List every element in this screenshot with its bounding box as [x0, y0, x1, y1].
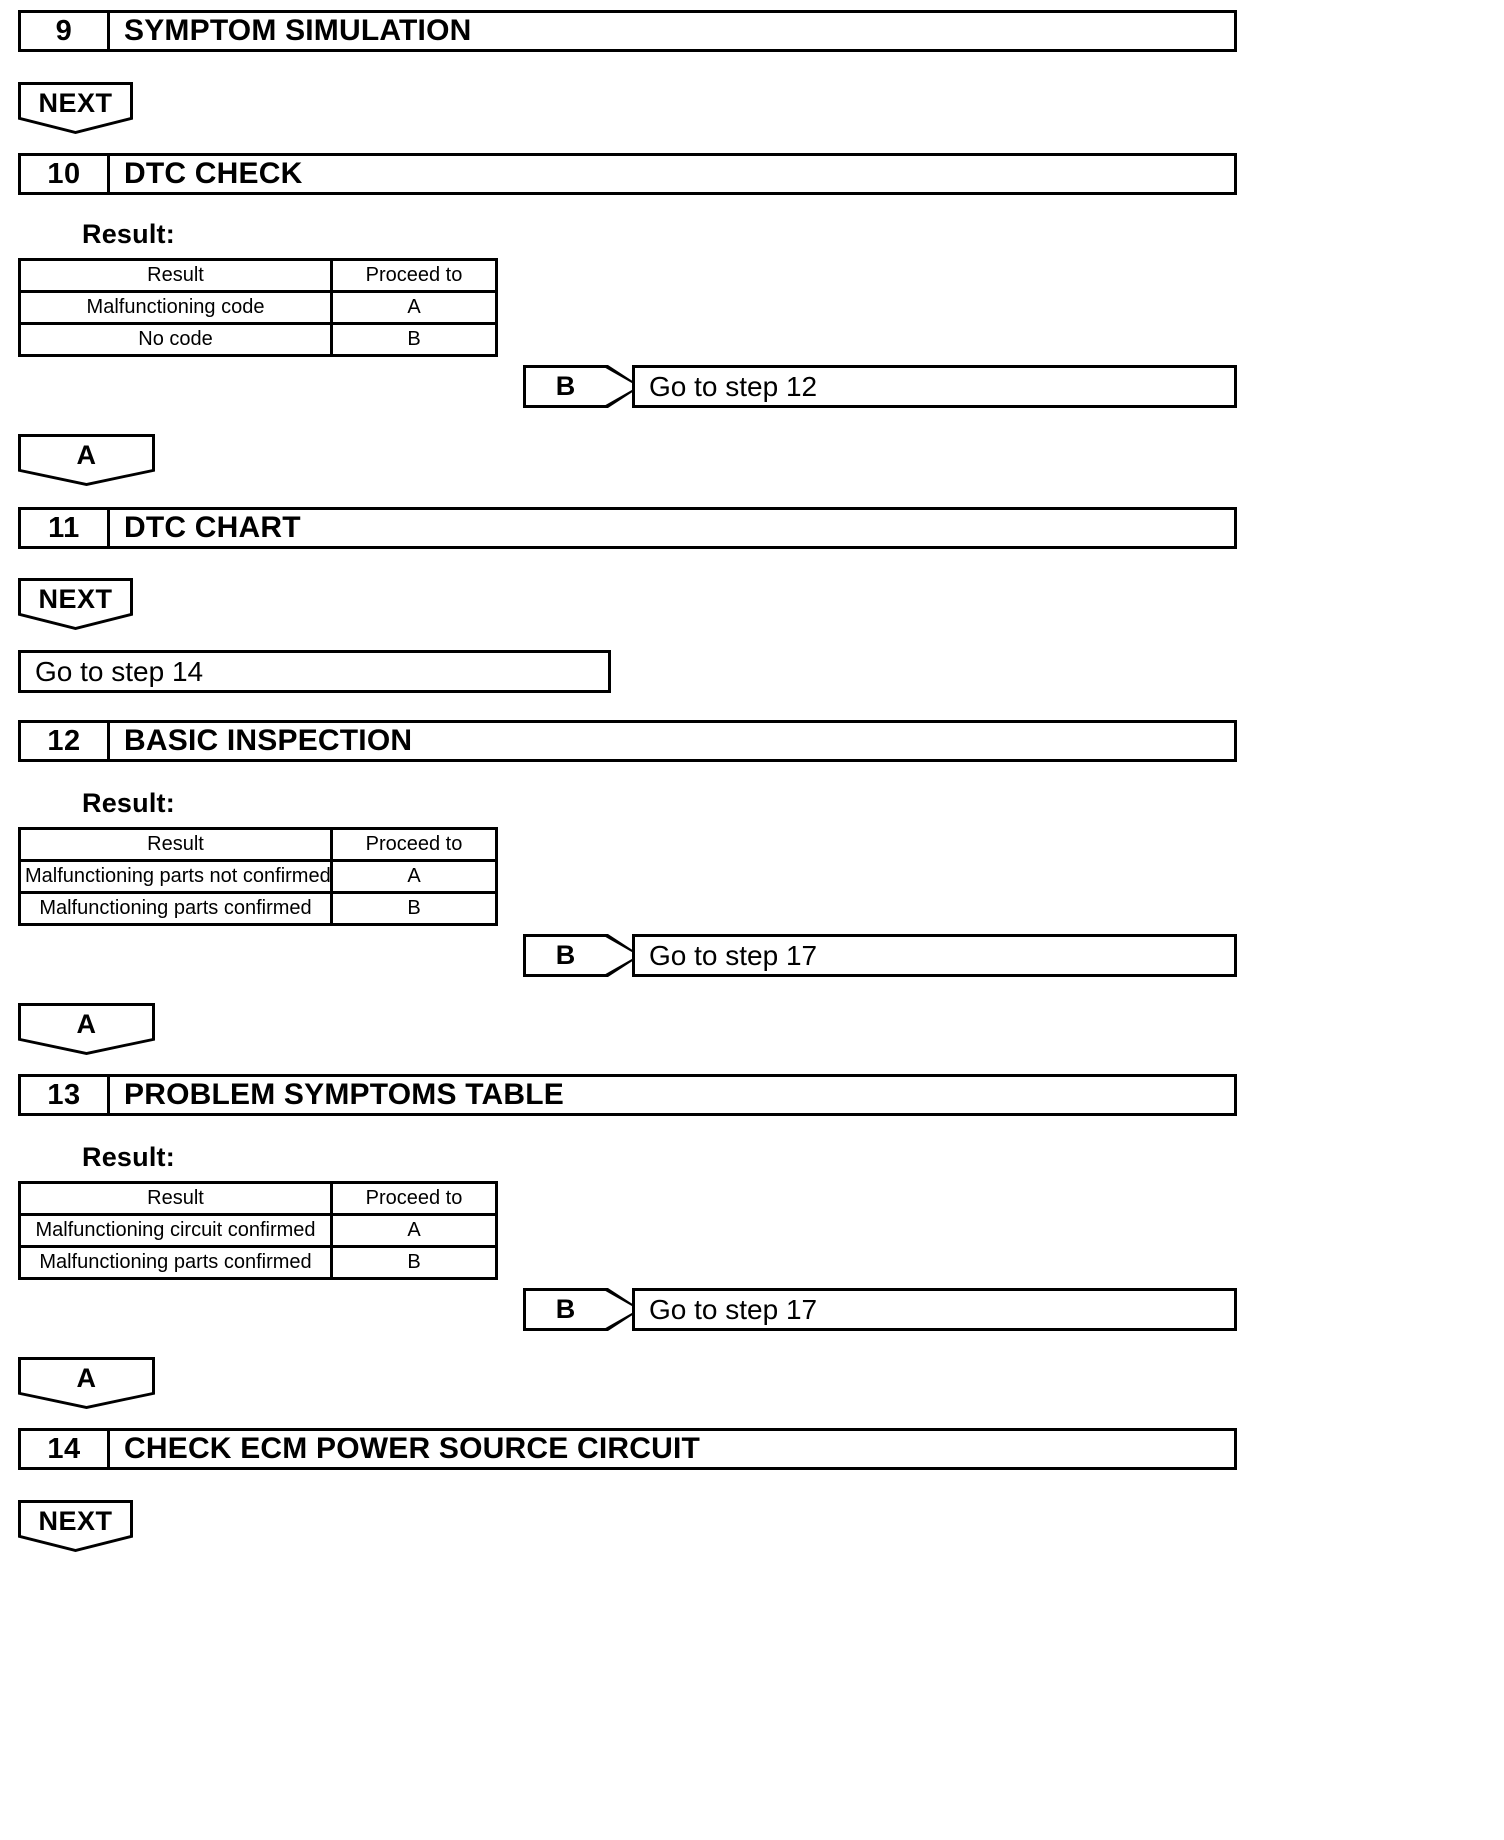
- table-row: Malfunctioning code A: [18, 290, 498, 325]
- cell-result: Malfunctioning parts not confirmed: [18, 859, 333, 894]
- connector-label: B: [555, 371, 576, 401]
- result-label-step-12: Result:: [82, 788, 175, 818]
- column-header-result: Result: [18, 1181, 333, 1216]
- connector-label: A: [76, 440, 97, 470]
- connector-label: NEXT: [38, 1506, 113, 1536]
- step-bar-9[interactable]: 9 SYMPTOM SIMULATION: [18, 10, 1237, 52]
- connector-b-after-step-10[interactable]: B: [523, 365, 641, 408]
- column-header-proceed-to: Proceed to: [330, 258, 498, 293]
- step-number-11: 11: [21, 510, 110, 546]
- step-number-12: 12: [21, 723, 110, 759]
- connector-b-after-step-13[interactable]: B: [523, 1288, 641, 1331]
- goto-box-step-17-from-13[interactable]: Go to step 17: [632, 1288, 1237, 1331]
- step-title-11: DTC CHART: [124, 511, 301, 544]
- goto-box-step-14[interactable]: Go to step 14: [18, 650, 611, 693]
- result-label-step-10: Result:: [82, 219, 175, 249]
- cell-result: Malfunctioning code: [18, 290, 333, 325]
- table-header-row: Result Proceed to: [18, 258, 498, 293]
- step-number-14: 14: [21, 1431, 110, 1467]
- connector-a-after-step-13[interactable]: A: [18, 1357, 155, 1409]
- step-title-13: PROBLEM SYMPTOMS TABLE: [124, 1078, 564, 1111]
- connector-next-after-step-11[interactable]: NEXT: [18, 578, 133, 630]
- step-bar-11[interactable]: 11 DTC CHART: [18, 507, 1237, 549]
- connector-a-after-step-10[interactable]: A: [18, 434, 155, 486]
- step-bar-13[interactable]: 13 PROBLEM SYMPTOMS TABLE: [18, 1074, 1237, 1116]
- result-table-step-10: Result Proceed to Malfunctioning code A …: [18, 258, 498, 357]
- connector-label: B: [555, 1294, 576, 1324]
- cell-result: No code: [18, 322, 333, 357]
- goto-box-step-17-from-12[interactable]: Go to step 17: [632, 934, 1237, 977]
- table-row: Malfunctioning parts confirmed B: [18, 891, 498, 926]
- connector-label: B: [555, 940, 576, 970]
- connector-label: A: [76, 1363, 97, 1393]
- step-number-10: 10: [21, 156, 110, 192]
- cell-proceed-to: B: [330, 891, 498, 926]
- table-header-row: Result Proceed to: [18, 827, 498, 862]
- result-label-step-13: Result:: [82, 1142, 175, 1172]
- connector-b-after-step-12[interactable]: B: [523, 934, 641, 977]
- cell-result: Malfunctioning circuit confirmed: [18, 1213, 333, 1248]
- table-row: Malfunctioning circuit confirmed A: [18, 1213, 498, 1248]
- table-row: Malfunctioning parts not confirmed A: [18, 859, 498, 894]
- step-title-9: SYMPTOM SIMULATION: [124, 14, 472, 47]
- column-header-result: Result: [18, 827, 333, 862]
- connector-label: NEXT: [38, 88, 113, 118]
- step-title-10: DTC CHECK: [124, 157, 303, 190]
- result-table-step-12: Result Proceed to Malfunctioning parts n…: [18, 827, 498, 926]
- step-number-9: 9: [21, 13, 110, 49]
- connector-label: A: [76, 1009, 97, 1039]
- connector-label: NEXT: [38, 584, 113, 614]
- connector-a-after-step-12[interactable]: A: [18, 1003, 155, 1055]
- connector-next-after-step-14[interactable]: NEXT: [18, 1500, 133, 1552]
- cell-proceed-to: B: [330, 1245, 498, 1280]
- step-title-14: CHECK ECM POWER SOURCE CIRCUIT: [124, 1432, 701, 1465]
- connector-next-after-step-9[interactable]: NEXT: [18, 82, 133, 134]
- table-row: No code B: [18, 322, 498, 357]
- step-number-13: 13: [21, 1077, 110, 1113]
- column-header-proceed-to: Proceed to: [330, 1181, 498, 1216]
- cell-proceed-to: A: [330, 859, 498, 894]
- cell-proceed-to: B: [330, 322, 498, 357]
- cell-proceed-to: A: [330, 1213, 498, 1248]
- goto-box-step-12[interactable]: Go to step 12: [632, 365, 1237, 408]
- result-table-step-13: Result Proceed to Malfunctioning circuit…: [18, 1181, 498, 1280]
- step-bar-10[interactable]: 10 DTC CHECK: [18, 153, 1237, 195]
- cell-result: Malfunctioning parts confirmed: [18, 1245, 333, 1280]
- step-title-12: BASIC INSPECTION: [124, 724, 413, 757]
- column-header-result: Result: [18, 258, 333, 293]
- step-bar-12[interactable]: 12 BASIC INSPECTION: [18, 720, 1237, 762]
- table-header-row: Result Proceed to: [18, 1181, 498, 1216]
- column-header-proceed-to: Proceed to: [330, 827, 498, 862]
- cell-proceed-to: A: [330, 290, 498, 325]
- cell-result: Malfunctioning parts confirmed: [18, 891, 333, 926]
- table-row: Malfunctioning parts confirmed B: [18, 1245, 498, 1280]
- step-bar-14[interactable]: 14 CHECK ECM POWER SOURCE CIRCUIT: [18, 1428, 1237, 1470]
